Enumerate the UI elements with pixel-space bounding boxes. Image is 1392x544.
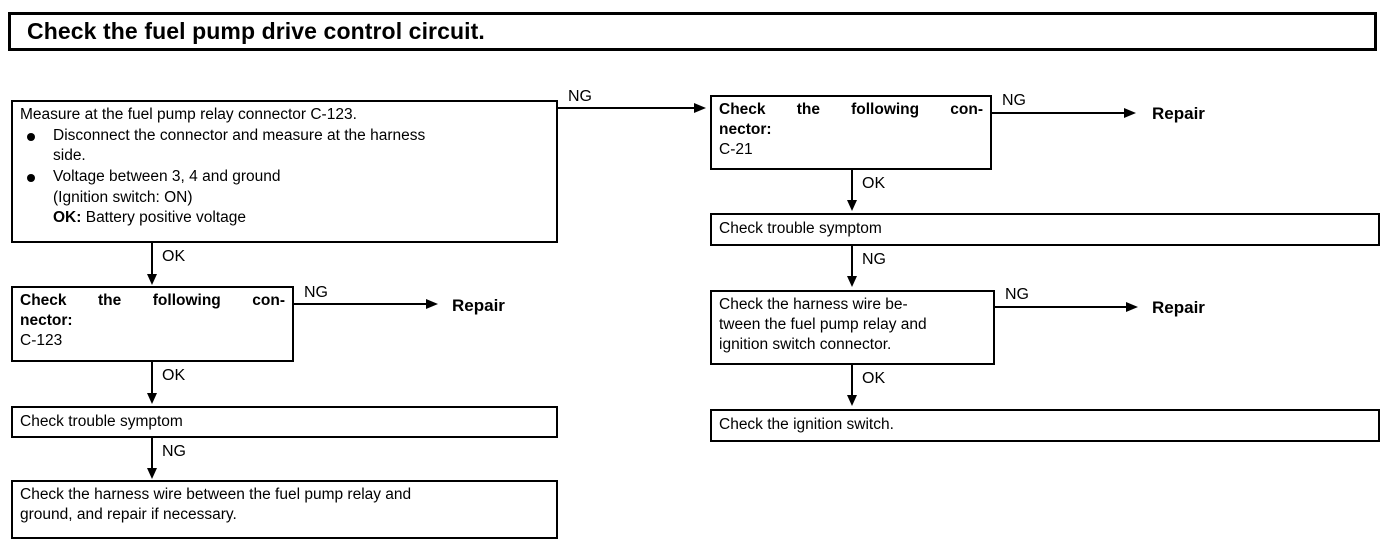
arrow-right-icon [1124,108,1136,118]
arrow-down-icon [147,393,157,404]
left-harness-line-2: ground, and repair if necessary. [20,506,237,524]
edge-left-trouble-to-harness [151,438,153,470]
right-harness-box: Check the harness wire be- tween the fue… [710,290,995,365]
left-measure-bullet-1-line-2: side. [53,147,86,165]
right-connector-code: C-21 [719,141,753,159]
edge-label-ng-left-trouble: NG [162,443,186,460]
left-harness-line-1: Check the harness wire between the fuel … [20,486,412,503]
arrow-right-icon [1126,302,1138,312]
edge-label-ok-right-connector: OK [862,175,886,192]
left-measure-bullet-1: Disconnect the connector and measure at … [20,126,549,166]
edge-label-ok-right-harness: OK [862,370,886,387]
edge-label-ng-right-connector: NG [1002,92,1026,109]
edge-right-connector-to-trouble [851,170,853,202]
right-repair-label-mid: Repair [1152,298,1205,317]
edge-label-ng-right-trouble: NG [862,251,886,268]
edge-label-ng-left-measure: NG [568,88,592,105]
left-connector-line-2: nector: [20,312,73,330]
bullet-dot-icon [27,174,35,183]
right-repair-label-top: Repair [1152,104,1205,123]
left-connector-box: Check the following con- nector: C-123 [11,286,294,362]
edge-right-trouble-to-harness [851,246,853,278]
right-harness-line-2: tween the fuel pump relay and [719,316,927,334]
left-measure-bullet-2-line-1: Voltage between 3, 4 and ground [53,168,281,186]
left-repair-label: Repair [452,296,505,315]
page-title-bar: Check the fuel pump drive control circui… [8,12,1377,51]
right-harness-line-3: ignition switch connector. [719,336,892,354]
arrow-right-icon [426,299,438,309]
edge-left-connector-to-repair [294,303,428,305]
arrow-down-icon [847,395,857,406]
left-measure-bullet-2: Voltage between 3, 4 and ground (Ignitio… [20,167,549,227]
page-title: Check the fuel pump drive control circui… [27,18,485,44]
edge-label-ok-left-connector: OK [162,367,186,384]
edge-label-ng-right-harness: NG [1005,286,1029,303]
left-measure-bullet-1-line-1: Disconnect the connector and measure at … [53,127,426,145]
arrow-down-icon [147,274,157,285]
edge-right-harness-to-repair [995,306,1128,308]
edge-left-measure-to-right-connector [558,107,696,109]
arrow-down-icon [847,276,857,287]
left-harness-box: Check the harness wire between the fuel … [11,480,558,539]
right-trouble-symptom-text: Check trouble symptom [719,220,882,237]
bullet-dot-icon [27,133,35,142]
edge-label-ng-left-connector: NG [304,284,328,301]
left-trouble-symptom-box: Check trouble symptom [11,406,558,438]
left-connector-code: C-123 [20,332,63,350]
right-ignition-switch-box: Check the ignition switch. [710,409,1380,442]
arrow-down-icon [147,468,157,479]
edge-label-ok-left-measure: OK [162,248,186,265]
right-harness-line-1: Check the harness wire be- [719,296,908,313]
arrow-down-icon [847,200,857,211]
right-connector-line-1: Check the following con- [719,101,983,118]
ok-criterion-label: OK: [53,208,82,226]
left-connector-line-1: Check the following con- [20,292,285,309]
right-ignition-switch-text: Check the ignition switch. [719,416,894,433]
edge-left-measure-to-connector [151,243,153,276]
left-measure-heading: Measure at the fuel pump relay connector… [20,106,357,123]
ok-criterion-value: Battery positive voltage [81,208,246,226]
left-measure-bullet-2-line-3: OK: Battery positive voltage [53,208,549,228]
right-connector-box: Check the following con- nector: C-21 [710,95,992,170]
right-trouble-symptom-box: Check trouble symptom [710,213,1380,246]
right-connector-line-2: nector: [719,121,772,139]
left-measure-box: Measure at the fuel pump relay connector… [11,100,558,243]
edge-right-harness-to-ignition [851,365,853,397]
left-measure-bullet-2-line-2: (Ignition switch: ON) [53,188,193,206]
left-trouble-symptom-text: Check trouble symptom [20,413,183,430]
edge-left-connector-to-trouble [151,362,153,395]
arrow-right-icon [694,103,706,113]
edge-right-connector-to-repair [992,112,1126,114]
left-measure-bullets: Disconnect the connector and measure at … [20,126,549,228]
